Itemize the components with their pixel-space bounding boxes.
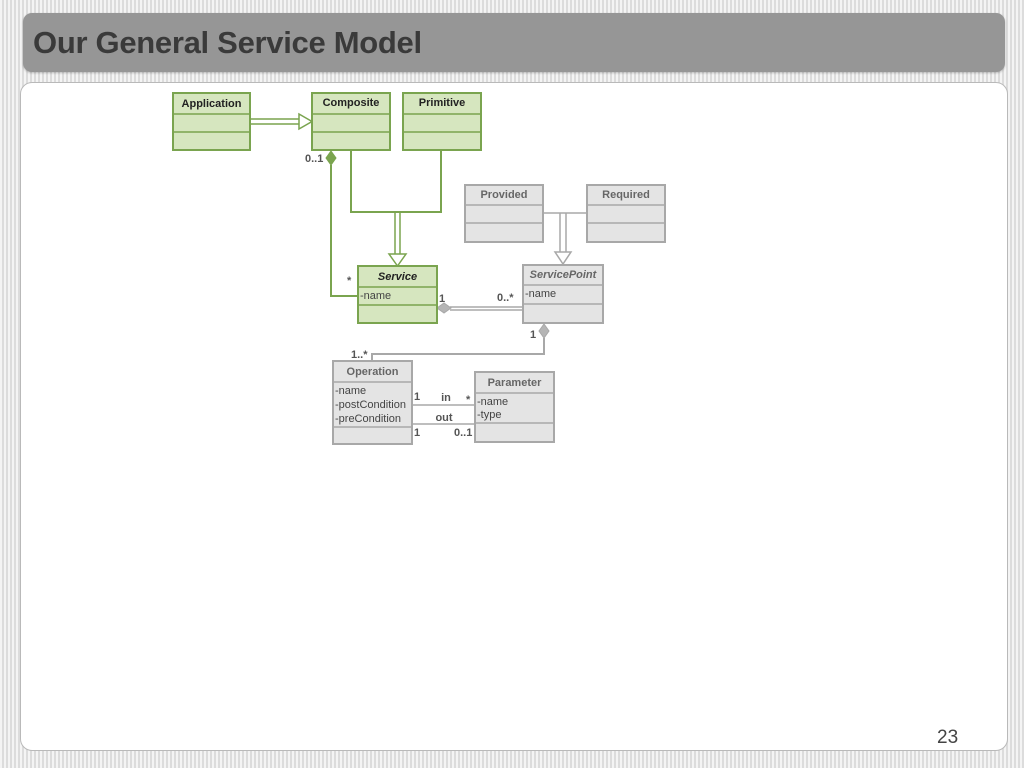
mult-sp-many: 0..* [497,292,514,304]
composition-composite-service [325,150,358,297]
class-primitive-name: Primitive [419,97,465,109]
slide-title-bar: Our General Service Model [23,13,1005,72]
mult-composite-service-end: 0..1 [305,153,323,165]
class-provided: Provided [464,184,544,243]
class-composite: Composite [311,92,391,151]
class-service-attr-name: -name [360,290,391,302]
mult-op-out-one: 1 [414,427,420,439]
class-service-name: Service [378,271,417,283]
class-parameter-attr-type: -type [477,409,501,421]
mult-param-out-opt: 0..1 [454,427,472,439]
assoc-out-label: out [435,412,452,424]
mult-service-star: * [347,275,352,287]
generalization-application-composite [250,112,314,131]
class-provided-name: Provided [480,189,527,201]
association-operation-parameter [412,404,475,425]
class-parameter: Parameter -name -type [474,371,555,443]
class-operation-attr-postcondition: -postCondition [335,399,406,411]
mult-sp-op-one: 1 [530,329,536,341]
slide-title: Our General Service Model [33,25,422,60]
page-number: 23 [937,727,959,748]
composition-service-servicepoint [436,302,523,314]
generalization-to-servicepoint [543,212,587,266]
class-composite-name: Composite [323,97,380,109]
class-servicepoint-attr-name: -name [525,288,556,300]
class-parameter-name: Parameter [488,377,543,389]
assoc-in-label: in [441,392,451,404]
class-operation-attr-name: -name [335,385,366,397]
class-operation: Operation -name -postCondition -preCondi… [332,360,413,445]
class-operation-attr-precondition: -preCondition [335,413,401,425]
class-servicepoint-name: ServicePoint [530,269,598,281]
class-required: Required [586,184,666,243]
generalization-to-service [350,151,442,268]
mult-service-sp-one: 1 [439,293,445,305]
mult-param-in-many: * [466,394,471,406]
class-application-name: Application [182,98,242,110]
class-primitive: Primitive [402,92,482,151]
mult-op-many: 1..* [351,349,368,361]
class-operation-name: Operation [347,366,399,378]
class-application: Application [172,92,251,151]
mult-op-in-one: 1 [414,391,420,403]
class-servicepoint: ServicePoint -name [522,264,604,324]
class-required-name: Required [602,189,650,201]
composition-servicepoint-operation [371,323,550,361]
class-service: Service -name [357,265,438,324]
class-parameter-attr-name: -name [477,396,508,408]
